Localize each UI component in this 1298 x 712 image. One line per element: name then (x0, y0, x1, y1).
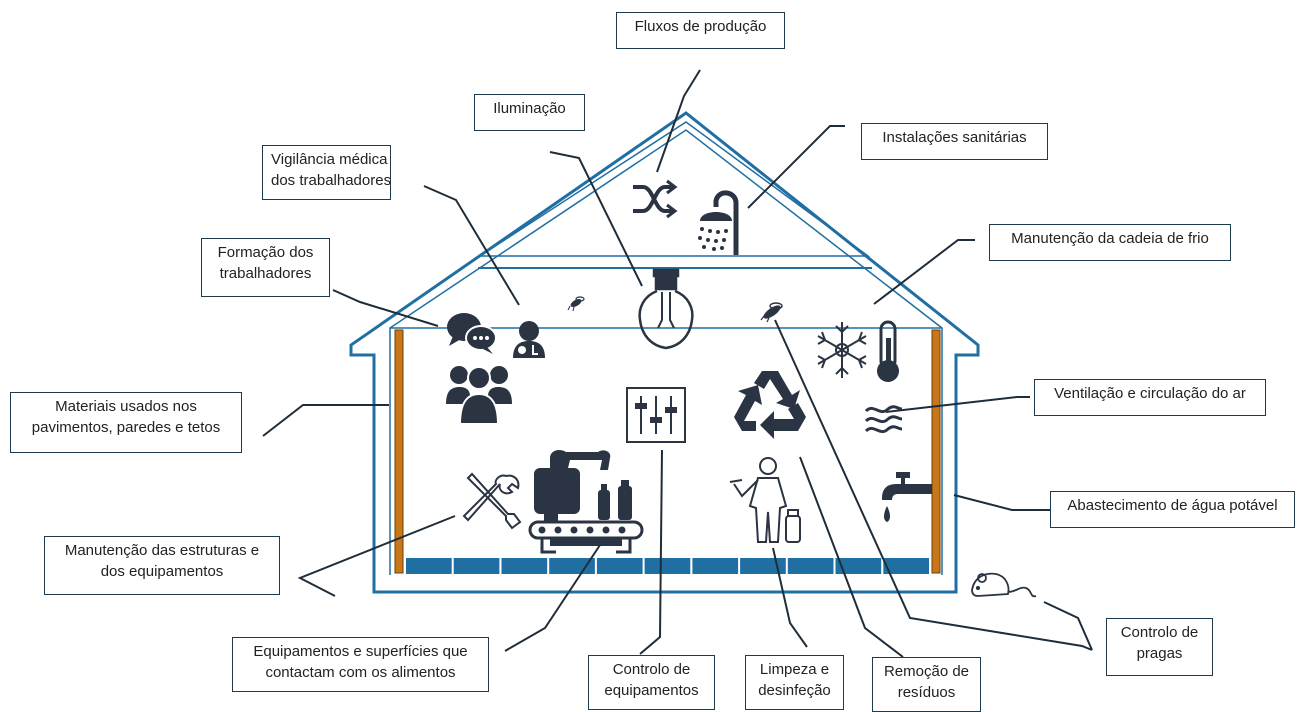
label-iluminacao: Iluminação (474, 94, 585, 131)
floor-tile (501, 558, 548, 574)
label-limpeza-desinfecao: Limpeza e desinfeção (745, 655, 844, 710)
shower-icon (698, 190, 739, 255)
label-agua-potavel: Abastecimento de água potável (1050, 491, 1295, 528)
floor-tile (406, 558, 452, 574)
label-materiais: Materiais usados nos pavimentos, paredes… (10, 392, 242, 453)
group-icon (446, 366, 512, 425)
label-cadeia-frio: Manutenção da cadeia de frio (989, 224, 1231, 261)
label-formacao: Formação dos trabalhadores (201, 238, 330, 297)
floor-tile (740, 558, 786, 574)
label-instalacoes-sanitarias: Instalações sanitárias (861, 123, 1048, 160)
snowflake-icon (817, 322, 867, 378)
label-ventilacao: Ventilação e circulação do ar (1034, 379, 1266, 416)
label-controlo-pragas: Controlo de pragas (1106, 618, 1213, 676)
fly-icon (567, 296, 585, 312)
label-remocao-residuos: Remoção de resíduos (872, 657, 981, 712)
label-equipamentos-superficies: Equipamentos e superfícies que contactam… (232, 637, 489, 692)
tools-icon (462, 472, 522, 530)
connector-lines (262, 69, 1093, 658)
floor-tile (787, 558, 834, 574)
chat-bubbles-icon (447, 313, 497, 354)
thermometer-icon (877, 320, 899, 382)
cleaning-worker-icon (729, 457, 801, 543)
label-manutencao-estruturas: Manutenção das estruturas e dos equipame… (44, 536, 280, 595)
floor-tile (835, 558, 882, 574)
recycle-icon (734, 371, 806, 439)
floor-tile (692, 558, 739, 574)
floor-tile (549, 558, 595, 574)
mouse-icon (971, 572, 1037, 598)
sliders-icon (626, 387, 686, 443)
production-line-icon (528, 450, 644, 554)
shuffle-icon (633, 179, 678, 219)
floor-tile (883, 558, 929, 574)
air-waves-icon (864, 405, 903, 434)
floor-tile (453, 558, 500, 574)
light-bulb-icon (638, 268, 694, 350)
floor-tile (596, 558, 643, 574)
label-vigilancia-medica: Vigilância médica dos trabalhadores (262, 145, 391, 200)
doctor-icon (513, 321, 545, 358)
fly-icon-right (760, 302, 783, 323)
left-wall-panel (394, 329, 404, 574)
floor-tiles (406, 558, 929, 574)
label-controlo-equipamentos: Controlo de equipamentos (588, 655, 715, 710)
water-tap-icon (882, 472, 932, 522)
label-fluxos-producao: Fluxos de produção (616, 12, 785, 49)
right-wall-panel (931, 329, 941, 574)
floor-tile (644, 558, 691, 574)
